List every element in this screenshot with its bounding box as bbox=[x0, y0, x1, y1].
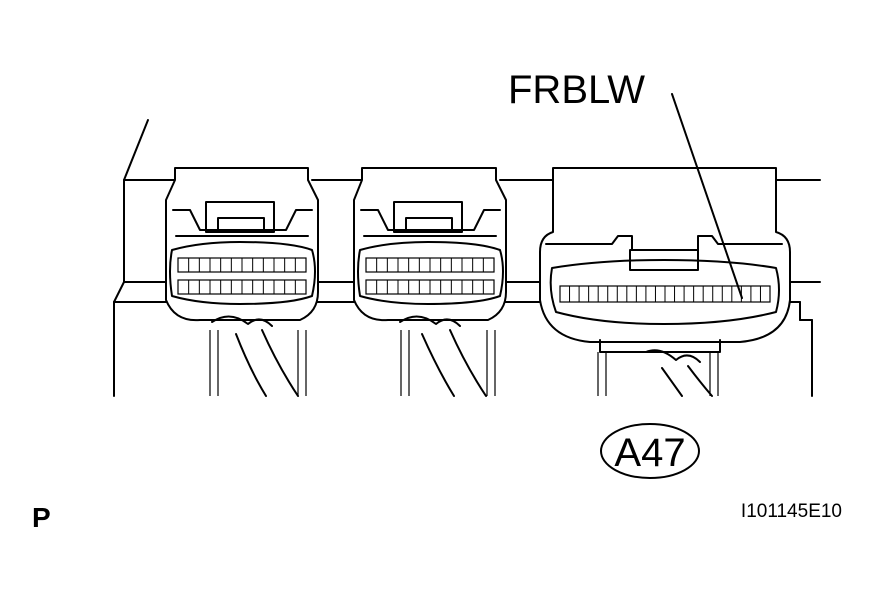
terminal-leader-line bbox=[671, 93, 743, 299]
connector-code-label: A47 bbox=[614, 431, 685, 475]
pin-grid bbox=[569, 286, 761, 302]
pin-grid bbox=[376, 258, 484, 294]
figure-id: I101145E10 bbox=[741, 501, 842, 522]
terminal-label: FRBLW bbox=[508, 68, 645, 112]
view-label: P bbox=[32, 502, 51, 533]
connector-middle bbox=[353, 167, 507, 397]
connector-code-ellipse bbox=[600, 423, 700, 479]
connector-left bbox=[165, 167, 319, 397]
connector-a47 bbox=[539, 167, 791, 397]
pin-grid bbox=[188, 258, 296, 294]
ecu-housing bbox=[113, 119, 821, 397]
